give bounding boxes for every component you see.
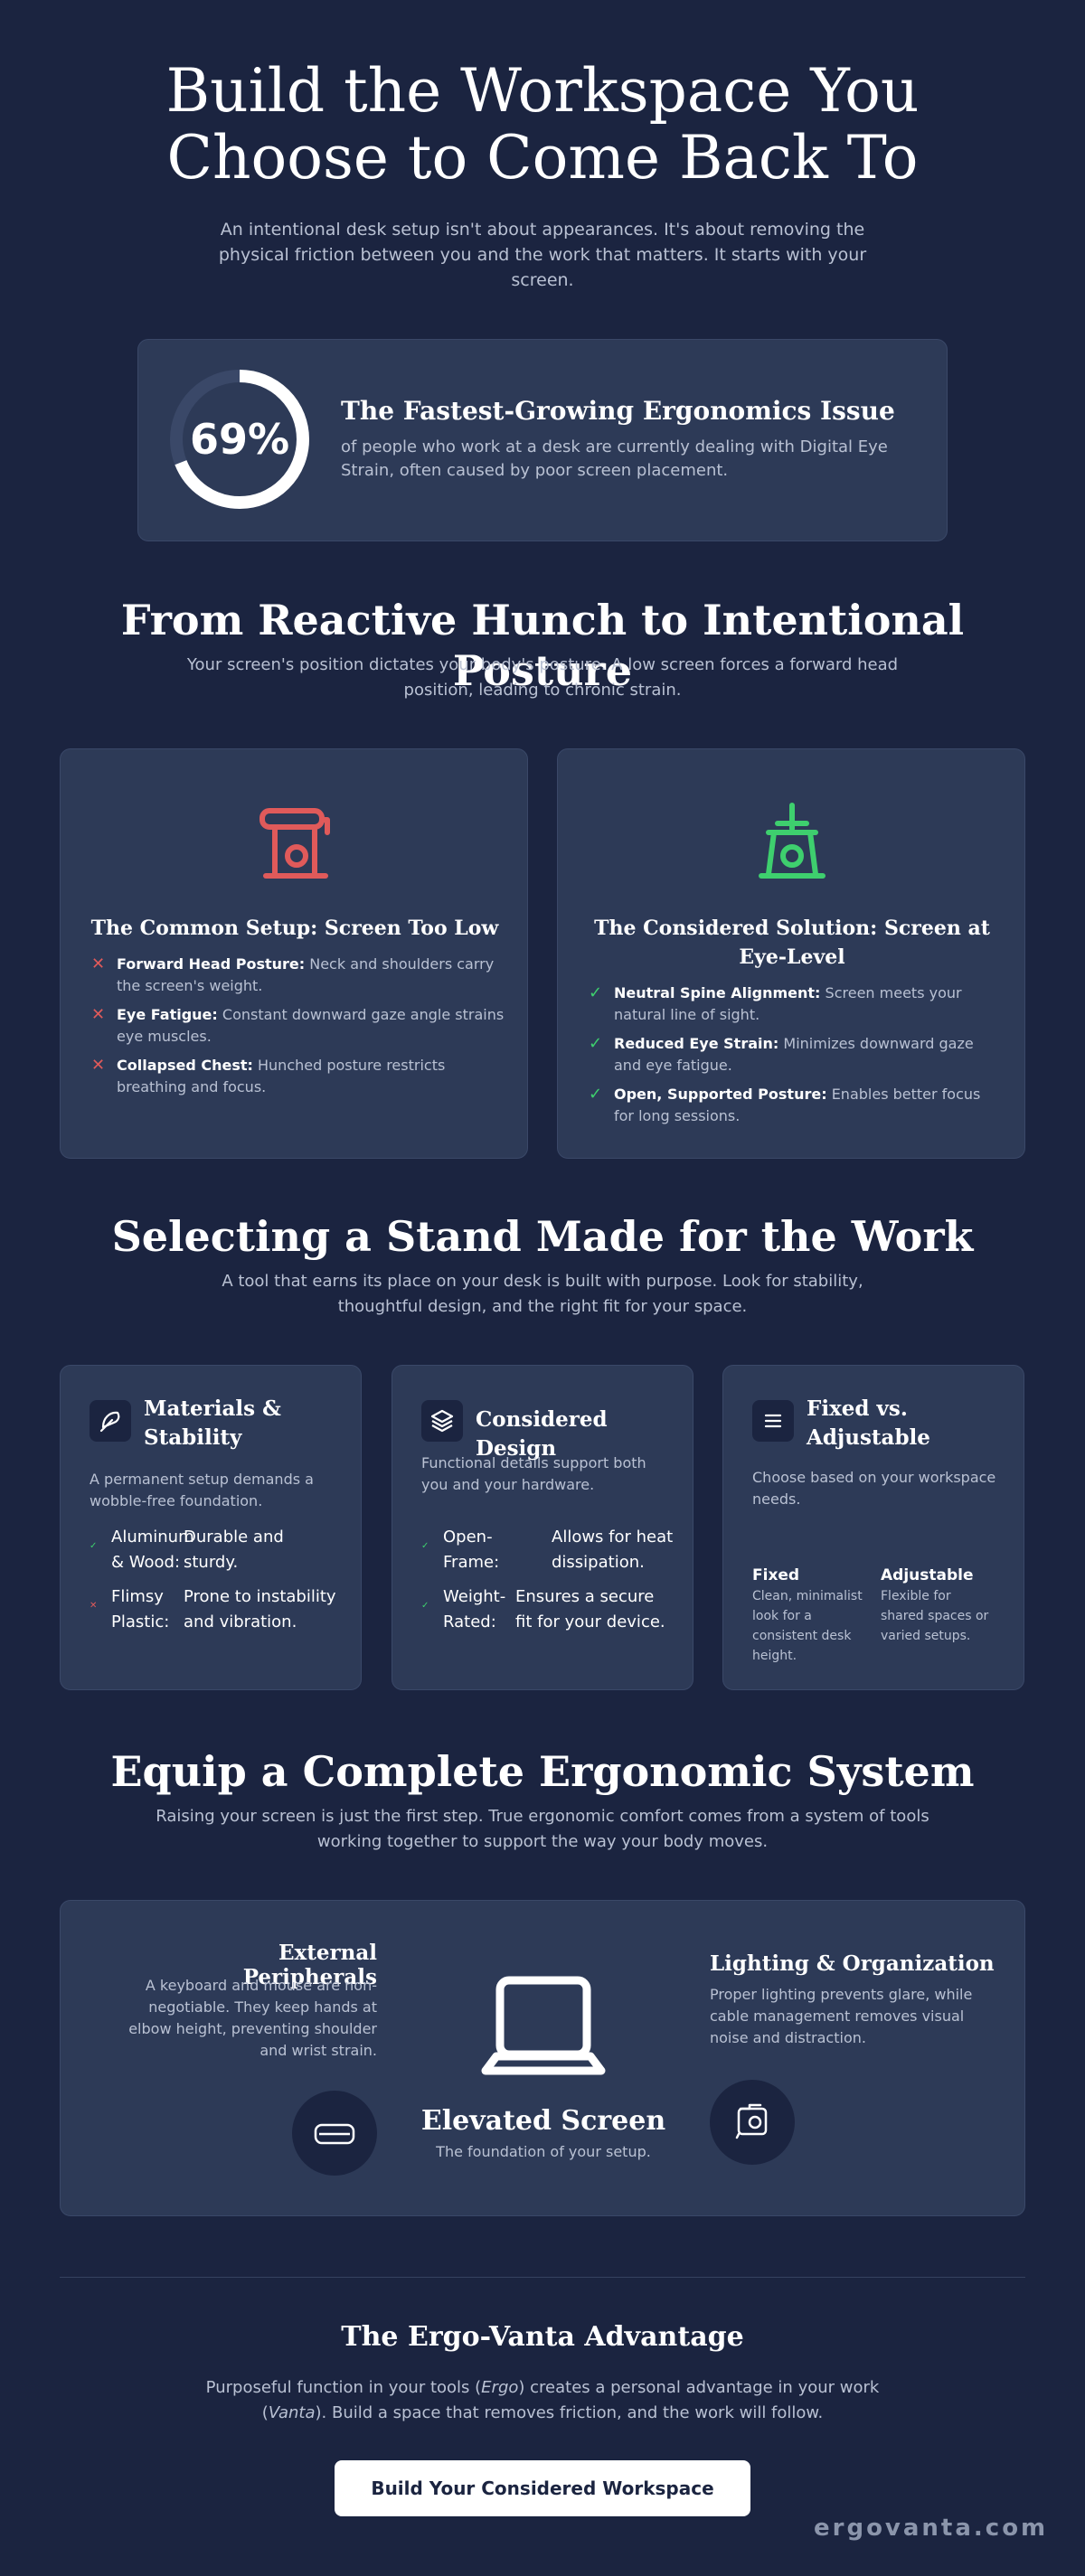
progress-ring	[170, 370, 309, 509]
x-icon: ✕	[91, 954, 106, 973]
advantage-description: Purposeful function in your tools (Ergo)…	[205, 2378, 880, 2422]
system-section-subtitle: Raising your screen is just the first st…	[156, 1807, 929, 1851]
posture-bad-title: The Common Setup: Screen Too Low	[90, 917, 499, 940]
elevated-screen-subtitle: The foundation of your setup.	[436, 2143, 651, 2160]
fixed-description: Choose based on your workspace needs.	[752, 1469, 996, 1508]
list-item: ✕Forward Head Posture: Neck and shoulder…	[91, 954, 495, 994]
option-fixed: Fixed Clean, minimalist look for a consi…	[752, 1566, 863, 1663]
system-card: External Peripherals A keyboard and mous…	[60, 1900, 1025, 2216]
check-icon: ✓	[421, 1601, 429, 1611]
feather-icon	[90, 1400, 131, 1442]
footer-brand[interactable]: ergovanta.com	[814, 2515, 1049, 2542]
x-icon: ✕	[91, 1056, 106, 1075]
posture-bad-list: ✕Forward Head Posture: Neck and shoulder…	[90, 954, 505, 1105]
list-item: ✓Open, Supported Posture: Enables better…	[589, 1085, 981, 1124]
posture-section-title: From Reactive Hunch to Intentional Postu…	[120, 596, 965, 695]
option-adjustable: Adjustable Flexible for shared spaces or…	[881, 1566, 989, 1643]
divider	[60, 2277, 1025, 2278]
posture-good-card: The Considered Solution: Screen at Eye-L…	[557, 748, 1025, 1159]
posture-section-subtitle: Your screen's position dictates your bod…	[186, 655, 899, 700]
advantage-title: The Ergo-Vanta Advantage	[341, 2321, 744, 2353]
menu-icon	[752, 1400, 794, 1442]
stat-description: of people who work at a desk are current…	[341, 437, 888, 480]
camera-icon	[710, 2080, 795, 2165]
cta-button[interactable]: Build Your Considered Workspace	[335, 2460, 750, 2516]
check-icon: ✓	[421, 1541, 429, 1551]
list-item: ✕Collapsed Chest: Hunched posture restri…	[91, 1056, 446, 1095]
design-title: Considered Design	[476, 1407, 608, 1461]
lighting-description: Proper lighting prevents glare, while ca…	[710, 1986, 973, 2046]
fixed-title: Fixed vs. Adjustable	[807, 1396, 930, 1450]
x-icon: ✕	[90, 1601, 98, 1611]
laptop-icon	[481, 1976, 606, 2075]
page-title: Build the Workspace You Choose to Come B…	[165, 56, 920, 193]
system-section-title: Equip a Complete Ergonomic System	[110, 1747, 975, 1796]
stat-card: 69% The Fastest-Growing Ergonomics Issue…	[137, 339, 948, 541]
design-card: Considered Design Functional details sup…	[392, 1365, 693, 1690]
x-icon: ✕	[91, 1005, 106, 1024]
list-item: ✓Neutral Spine Alignment: Screen meets y…	[589, 983, 962, 1023]
elevated-screen-title: Elevated Screen	[420, 2105, 666, 2137]
peripherals-description: A keyboard and mouse are non-negotiable.…	[128, 1977, 377, 2059]
peripherals-title: External Peripherals	[242, 1941, 377, 1989]
list-item: ✓Reduced Eye Strain: Minimizes downward …	[589, 1034, 974, 1074]
mouse-icon	[292, 2091, 377, 2176]
hero-subtitle: An intentional desk setup isn't about ap…	[218, 220, 867, 290]
posture-bad-card: The Common Setup: Screen Too Low ✕Forwar…	[60, 748, 528, 1159]
materials-card: Materials & Stability A permanent setup …	[60, 1365, 362, 1690]
check-icon: ✓	[589, 1085, 603, 1104]
stat-title: The Fastest-Growing Ergonomics Issue	[341, 396, 895, 426]
design-description: Functional details support both you and …	[421, 1454, 646, 1493]
check-icon: ✓	[589, 983, 603, 1002]
posture-good-title: The Considered Solution: Screen at Eye-L…	[594, 917, 990, 969]
lighting-title: Lighting & Organization	[710, 1951, 995, 1976]
stand-section-title: Selecting a Stand Made for the Work	[111, 1212, 974, 1261]
eye-level-screen-icon	[759, 803, 826, 879]
posture-good-list: ✓Neutral Spine Alignment: Screen meets y…	[587, 982, 1003, 1134]
materials-title: Materials & Stability	[144, 1396, 281, 1450]
stat-value: 69%	[189, 415, 290, 464]
check-icon: ✓	[589, 1034, 603, 1053]
list-item: ✕Eye Fatigue: Constant downward gaze ang…	[91, 1005, 505, 1045]
materials-description: A permanent setup demands a wobble-free …	[90, 1471, 314, 1509]
low-screen-icon	[259, 808, 330, 879]
check-icon: ✓	[90, 1541, 98, 1551]
stand-section-subtitle: A tool that earns its place on your desk…	[222, 1272, 863, 1316]
layers-icon	[421, 1400, 463, 1442]
fixed-adjustable-card: Fixed vs. Adjustable Choose based on you…	[722, 1365, 1024, 1690]
